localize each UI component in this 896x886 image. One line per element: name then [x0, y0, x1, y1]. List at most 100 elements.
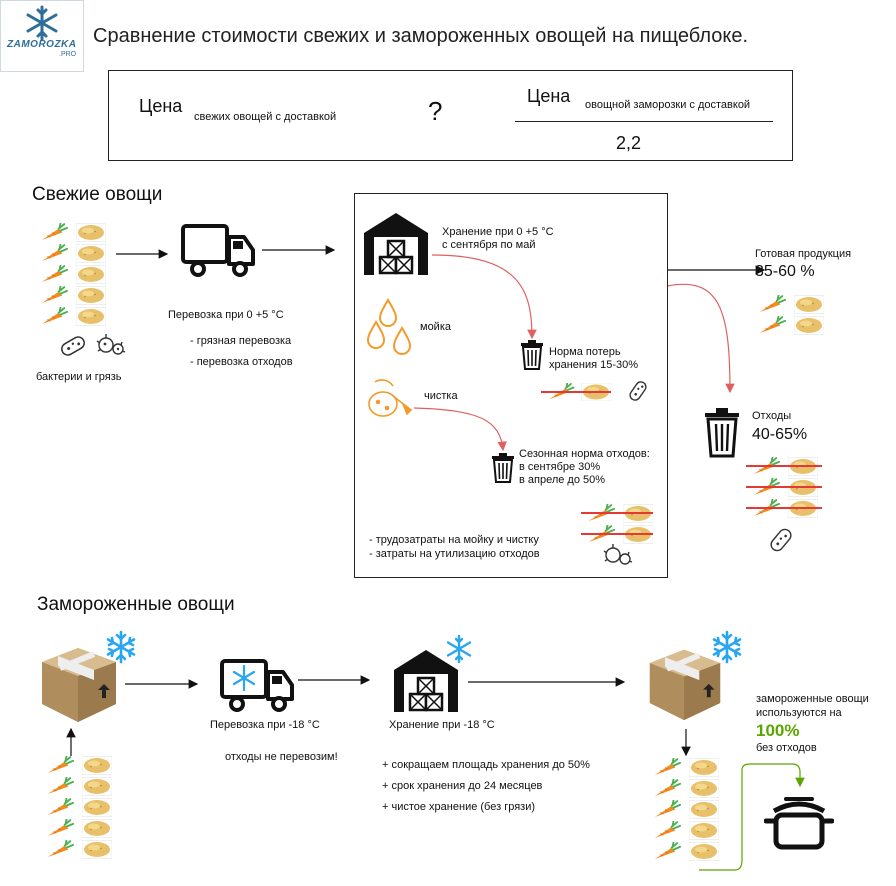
carrot-icon: [47, 819, 74, 836]
carrot-icon: [41, 265, 68, 282]
carrot-icon: [654, 821, 681, 838]
loss-norm-line1: Норма потерь: [549, 346, 621, 358]
potato-icon: [794, 295, 824, 314]
carrot-icon: [47, 777, 74, 794]
benefit-3: + чистое хранение (без грязи): [382, 801, 536, 813]
potato-icon: [82, 840, 112, 859]
cooking-pot-icon: [764, 793, 834, 851]
season-norm-line2: в сентябре 30%: [519, 461, 601, 473]
potato-icon: [76, 223, 106, 242]
snowflake-icon: [444, 634, 474, 664]
frozen-price-label: Цена: [527, 86, 571, 106]
loss-norm-line2: хранения 15-30%: [549, 359, 639, 371]
fresh-storage-line2: с сентября по май: [442, 239, 536, 251]
waste-vegetables-box: [581, 503, 655, 545]
frozen-price-sub: овощной заморозки с доставкой: [585, 99, 751, 111]
costs-line1: - трудозатраты на мойку и чистку: [369, 534, 539, 546]
trash-can-icon: [491, 453, 515, 483]
carrot-icon: [41, 244, 68, 261]
frozen-no-waste: отходы не перевозим!: [225, 751, 338, 763]
carrot-icon: [654, 758, 681, 775]
box-icon: [38, 640, 120, 725]
fresh-price-label: Цена: [139, 96, 183, 116]
bacteria-icon: [53, 333, 93, 359]
potato-icon: [689, 821, 719, 840]
potato-icon: [76, 286, 106, 305]
potato-icon: [82, 798, 112, 817]
germ-small-icon: [599, 541, 635, 571]
potato-icon: [689, 758, 719, 777]
bacteria-small-icon: [624, 376, 652, 406]
potato-icon: [82, 777, 112, 796]
usage-line1: замороженные овощи: [756, 693, 869, 705]
strike-line: [581, 533, 653, 535]
strike-line: [746, 507, 822, 509]
carrot-icon: [47, 756, 74, 773]
trash-bin-large-icon: [704, 408, 740, 458]
warehouse-icon: [390, 646, 462, 714]
potato-icon: [76, 265, 106, 284]
frozen-vegetables-stack: [44, 755, 116, 863]
ready-value: 35-60 %: [755, 263, 815, 280]
logo-sub: .PRO: [59, 51, 77, 58]
carrot-icon: [654, 842, 681, 859]
carrot-icon: [41, 286, 68, 303]
season-norm-line3: в апреле до 50%: [519, 474, 606, 486]
strike-line: [746, 465, 822, 467]
frozen-storage: Хранение при -18 °C: [389, 719, 495, 731]
germ-icon: [92, 331, 128, 361]
benefit-1: + сокращаем площадь хранения до 50%: [382, 759, 590, 771]
potato-icon: [76, 244, 106, 263]
fresh-price-sub: свежих овощей с доставкой: [194, 111, 337, 123]
usage-line2: используются на: [756, 707, 842, 719]
strike-line: [746, 486, 822, 488]
potato-icon: [82, 756, 112, 775]
box-icon: [646, 640, 724, 725]
potato-icon: [82, 819, 112, 838]
strike-line: [581, 512, 653, 514]
fraction-line: [515, 121, 773, 122]
benefit-2: + срок хранения до 24 месяцев: [382, 780, 543, 792]
warehouse-icon: [360, 209, 432, 277]
waste-vegetables: [746, 456, 822, 518]
logo-text: ZAMOROZKA: [7, 39, 77, 50]
frozen-heading: Замороженные овощи: [37, 594, 235, 615]
potato-icon: [794, 316, 824, 335]
refrigerated-truck-icon: [219, 658, 299, 714]
lost-vegetables: [541, 382, 615, 402]
potato-icon: [76, 307, 106, 326]
carrot-icon: [654, 800, 681, 817]
question-mark: ?: [428, 96, 443, 126]
carrot-icon: [759, 316, 786, 333]
costs-line2: - затраты на утилизацию отходов: [369, 548, 540, 560]
logo: ZAMOROZKA .PRO: [0, 0, 84, 72]
carrot-icon: [41, 223, 68, 240]
fresh-heading: Свежие овощи: [32, 184, 163, 205]
potato-icon: [689, 842, 719, 861]
bacteria-label: бактерии и грязь: [36, 371, 122, 383]
usage-percent: 100%: [756, 721, 800, 740]
fresh-transport: Перевозка при 0 +5 °C: [168, 309, 284, 321]
fresh-vegetables-stack: [38, 222, 110, 330]
processing-box: [354, 193, 668, 578]
potato-icon: [689, 779, 719, 798]
waste-label: Отходы: [752, 410, 792, 422]
carrot-icon: [47, 798, 74, 815]
formula-box: [108, 70, 793, 161]
carrot-icon: [654, 779, 681, 796]
page-title: Сравнение стоимости свежих и замороженны…: [93, 25, 749, 47]
peeling-icon: [363, 374, 415, 424]
ready-label: Готовая продукция: [755, 248, 852, 260]
bacteria-waste-icon: [765, 524, 797, 556]
potato-icon: [689, 800, 719, 819]
season-norm-line1: Сезонная норма отходов:: [519, 448, 650, 460]
snowflake-icon: [710, 630, 744, 664]
carrot-icon: [759, 295, 786, 312]
ready-vegetables: [756, 294, 824, 336]
trash-can-icon: [520, 340, 544, 370]
frozen-transport: Перевозка при -18 °C: [210, 719, 320, 731]
water-drops-icon: [364, 296, 414, 356]
waste-value: 40-65%: [752, 426, 808, 443]
fresh-transport-note-1: - грязная перевозка: [190, 335, 292, 347]
